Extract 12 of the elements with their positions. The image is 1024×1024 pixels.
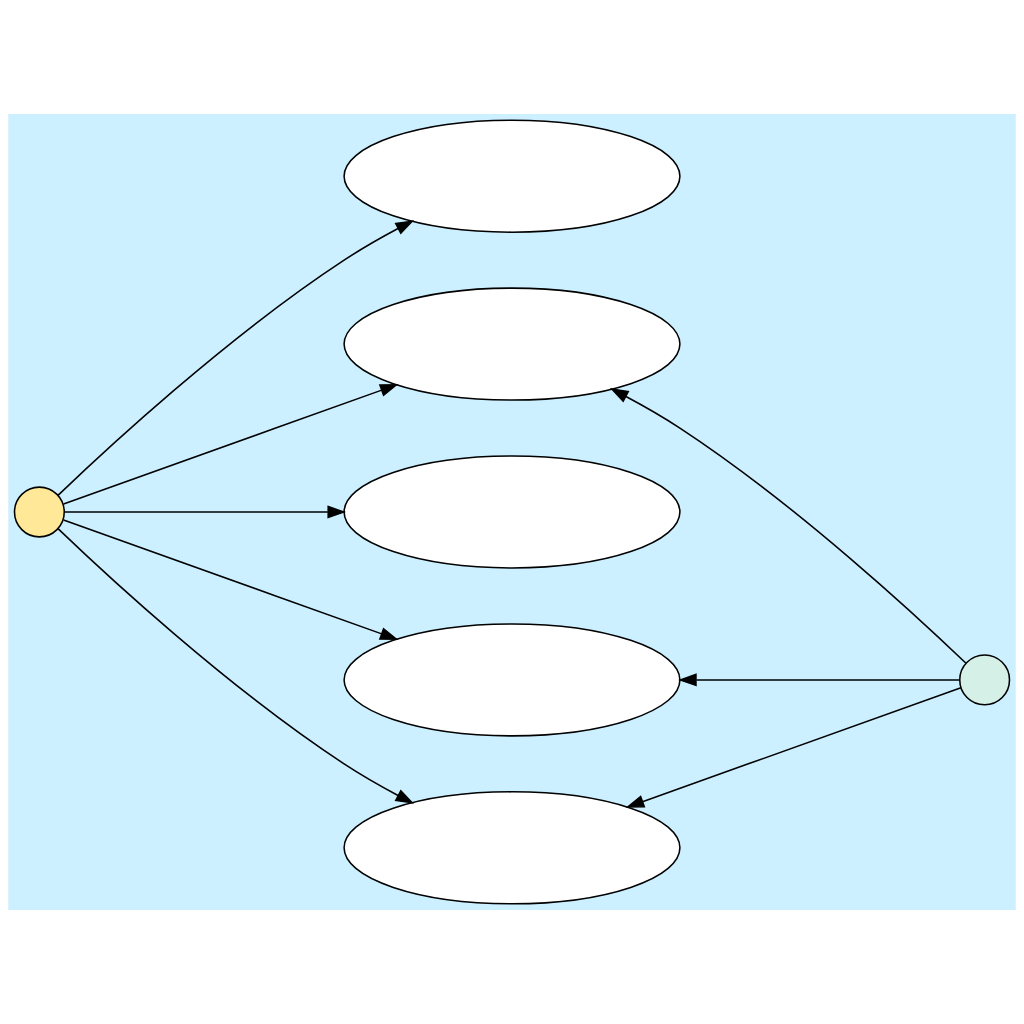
arrow [57,528,415,804]
arrow [62,384,399,505]
node-ellipse [343,455,681,569]
arrow [678,673,961,687]
arrow [609,388,967,664]
node-person [13,486,66,538]
arrow [57,220,415,496]
arrow [62,519,399,640]
arrow [64,505,347,519]
node-ellipse [343,623,681,737]
node-person [958,654,1011,706]
arrow [625,687,962,808]
